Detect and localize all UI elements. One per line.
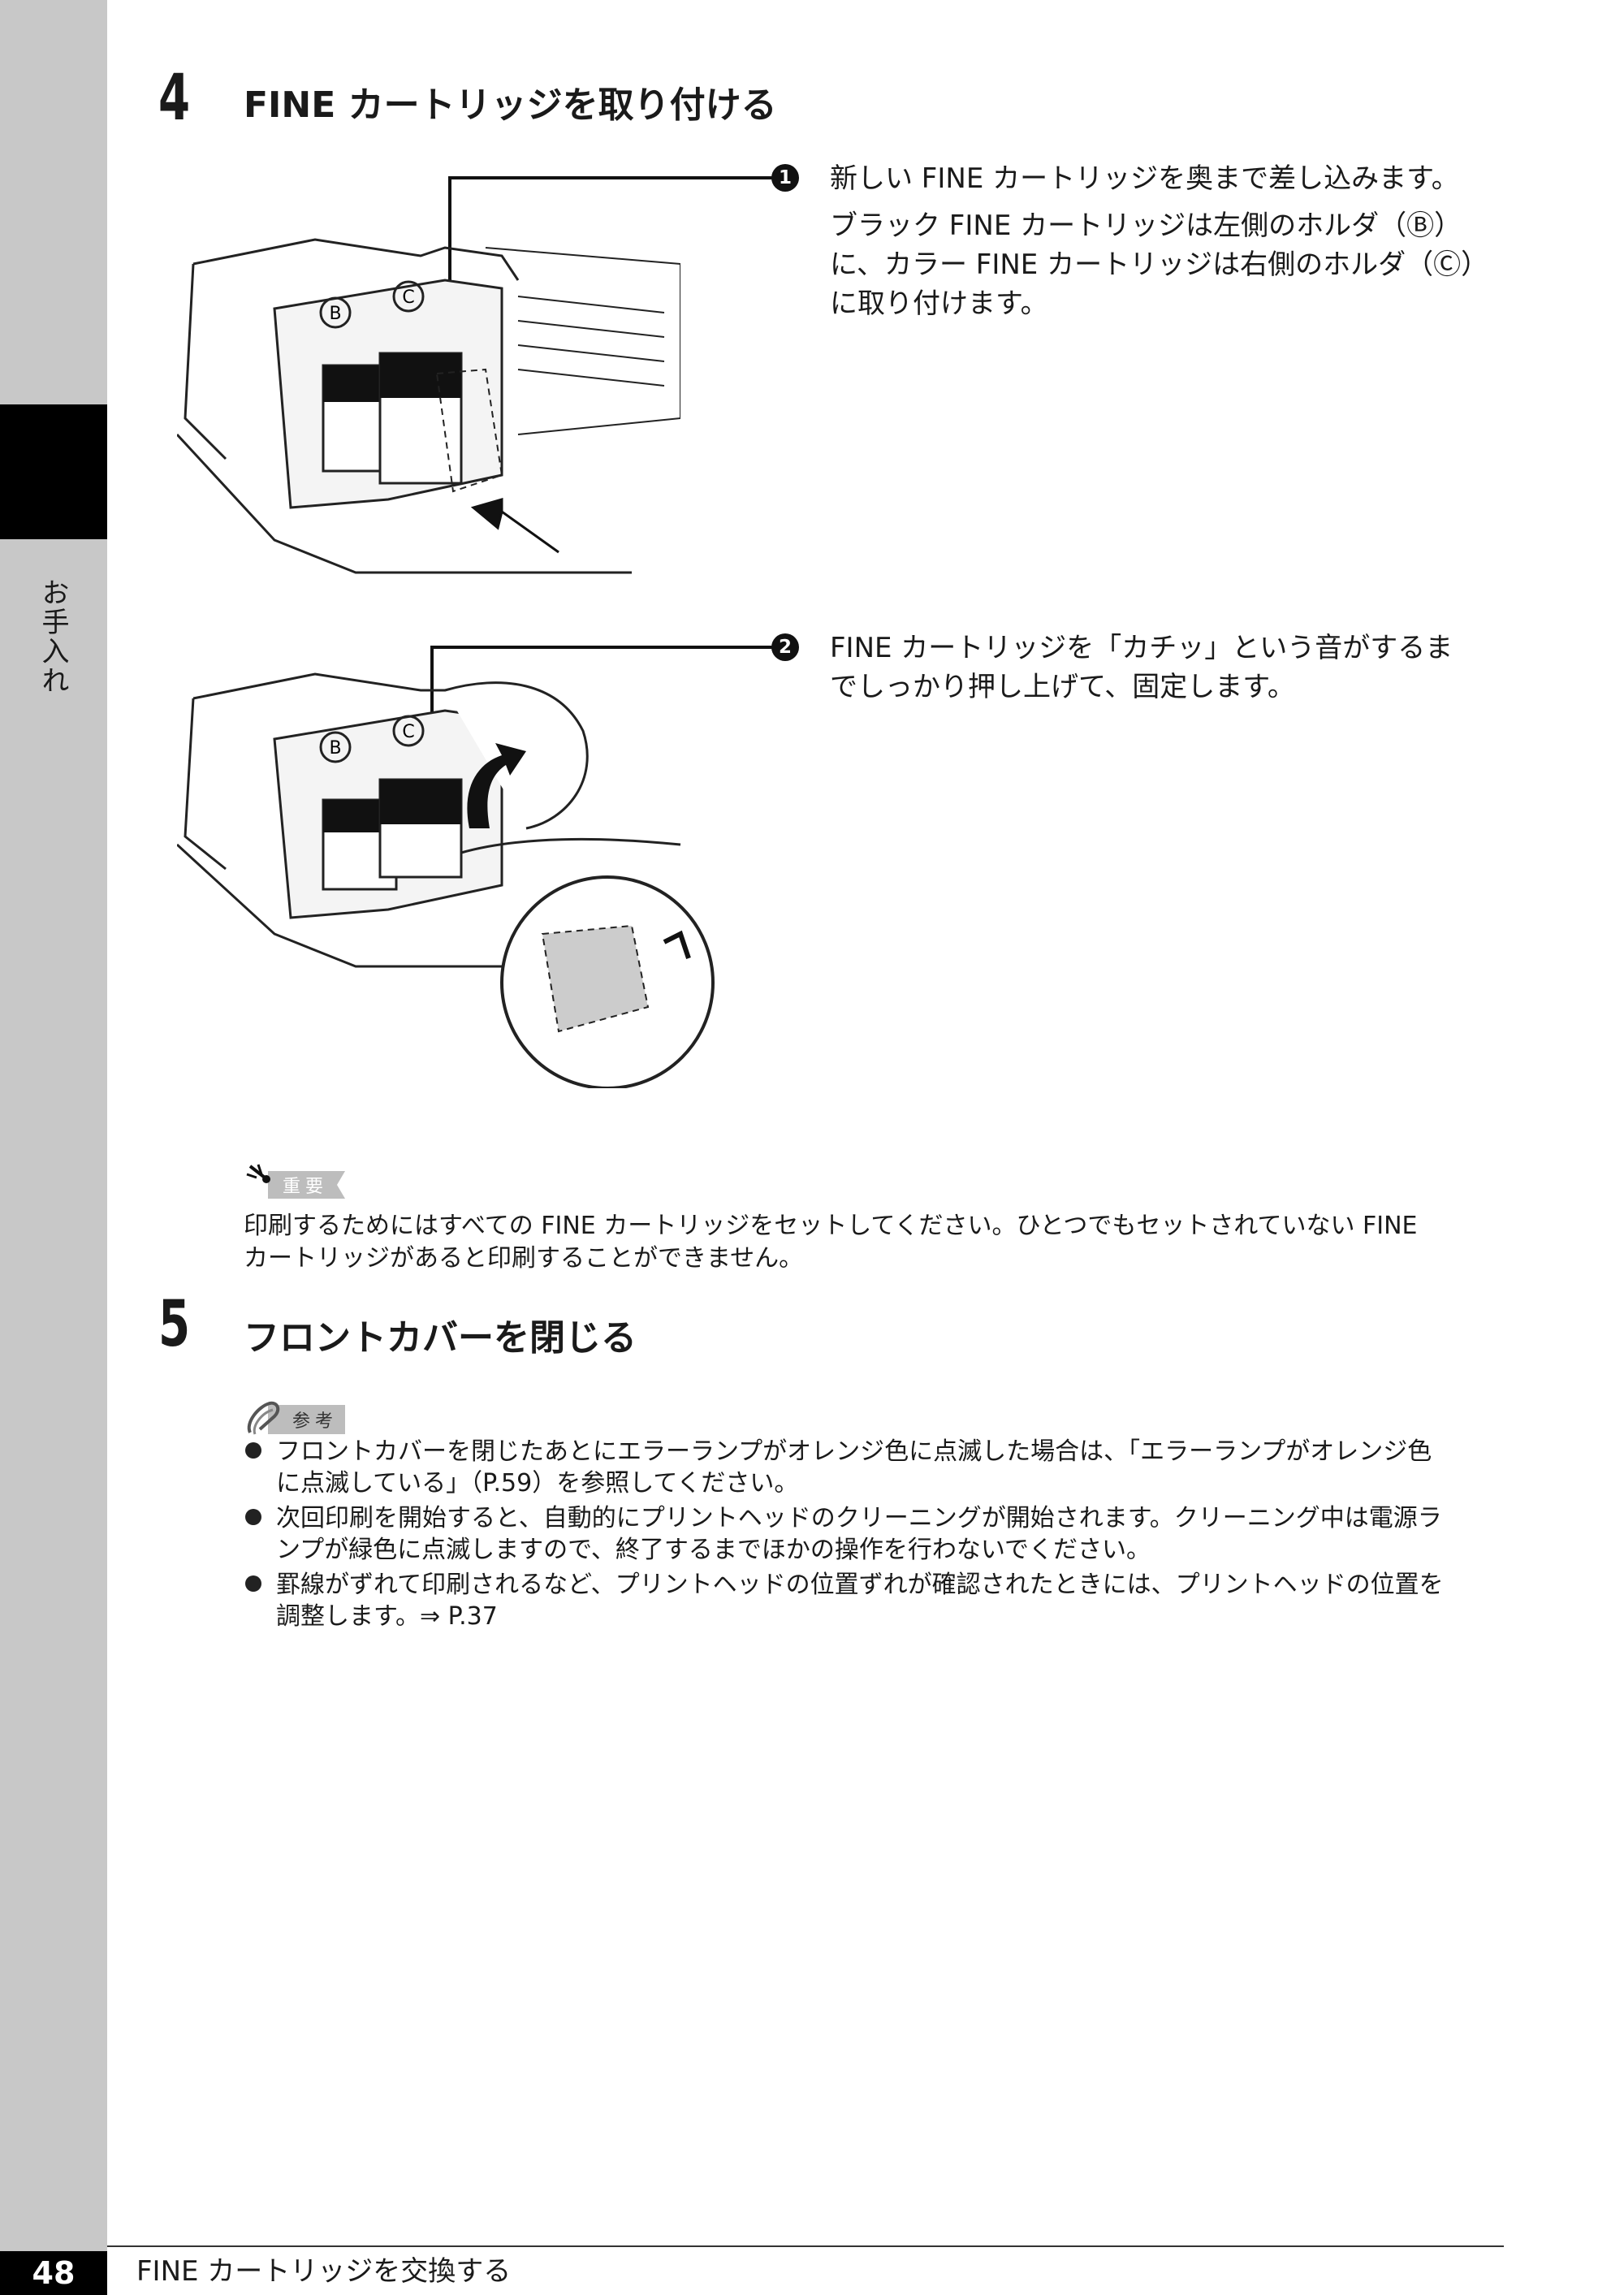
step-5-title: フロントカバーを閉じる (244, 1317, 637, 1359)
important-label: 重要 (283, 1177, 328, 1197)
text-line: でしっかり押し上げて、固定します。 (830, 671, 1295, 703)
text-line: 罫線がずれて印刷されるなど、プリントヘッドの位置ずれが確認されたときには、プリン… (276, 1571, 1444, 1599)
footer-rule (107, 2245, 1504, 2247)
slot-b-label: B (329, 738, 341, 759)
list-item: 罫線がずれて印刷されるなど、プリントヘッドの位置ずれが確認されたときには、プリン… (244, 1569, 1510, 1632)
list-item: 次回印刷を開始すると、自動的にプリントヘッドのクリーニングが開始されます。クリー… (244, 1502, 1510, 1566)
page-number: 48 (0, 2251, 107, 2295)
reference-bullet-list: フロントカバーを閉じたあとにエラーランプがオレンジ色に点滅した場合は、「エラーラ… (244, 1436, 1510, 1636)
text-line: 新しい FINE カートリッジを奥まで差し込みます。 (830, 162, 1459, 195)
section-label: お手入れ (37, 578, 69, 695)
cartridge-lock-illustration: B C (177, 672, 715, 1088)
bullet-dot-icon (245, 1509, 261, 1525)
slot-b-label: B (329, 304, 341, 324)
reference-icon: 参考 (247, 1401, 345, 1435)
important-icon: 重要 (246, 1164, 345, 1199)
step-4-number: 4 (158, 62, 191, 135)
bullet-dot-icon (245, 1575, 261, 1592)
slot-c-label: C (402, 722, 414, 742)
bullet-dot-icon (245, 1442, 261, 1459)
text-line: ブラック FINE カートリッジは左側のホルダ（Ⓑ） (830, 210, 1462, 242)
callout-line-2 (430, 646, 773, 649)
text-line: フロントカバーを閉じたあとにエラーランプがオレンジ色に点滅した場合は、「エラーラ… (276, 1437, 1432, 1466)
text-line: に、カラー FINE カートリッジは右側のホルダ（Ⓒ） (830, 249, 1489, 281)
text-line: ンプが緑色に点滅しますので、終了するまでほかの操作を行わないでください。 (276, 1536, 1151, 1564)
section-tab-marker (0, 404, 107, 539)
step-5-number: 5 (158, 1288, 191, 1361)
cartridge-insert-illustration: B C (177, 238, 680, 574)
text-line: 調整します。⇒ P.37 (276, 1602, 498, 1631)
step-4-title: FINE カートリッジを取り付ける (244, 84, 777, 126)
text-line: に点滅している」（P.59）を参照してください。 (276, 1469, 799, 1498)
text-line: カートリッジがあると印刷することができません。 (244, 1244, 804, 1273)
reference-label: 参考 (292, 1411, 338, 1432)
footer-title: FINE カートリッジを交換する (136, 2255, 512, 2288)
important-note-text: 印刷するためにはすべての FINE カートリッジをセットしてください。ひとつでも… (244, 1210, 1527, 1275)
step-4-item-1-text: 新しい FINE カートリッジを奥まで差し込みます。 ブラック FINE カート… (830, 159, 1544, 323)
text-line: FINE カートリッジを「カチッ」という音がするま (830, 632, 1453, 664)
slot-c-label: C (402, 287, 414, 308)
list-item: フロントカバーを閉じたあとにエラーランプがオレンジ色に点滅した場合は、「エラーラ… (244, 1436, 1510, 1499)
side-bar (0, 0, 107, 2295)
step-marker-1: 1 (771, 164, 799, 192)
step-4-item-2-text: FINE カートリッジを「カチッ」という音がするま でしっかり押し上げて、固定し… (830, 629, 1544, 707)
step-marker-2: 2 (771, 633, 799, 661)
callout-line-1 (448, 176, 773, 179)
text-line: に取り付けます。 (830, 287, 1048, 320)
text-line: 次回印刷を開始すると、自動的にプリントヘッドのクリーニングが開始されます。クリー… (276, 1504, 1442, 1532)
text-line: 印刷するためにはすべての FINE カートリッジをセットしてください。ひとつでも… (244, 1212, 1418, 1240)
